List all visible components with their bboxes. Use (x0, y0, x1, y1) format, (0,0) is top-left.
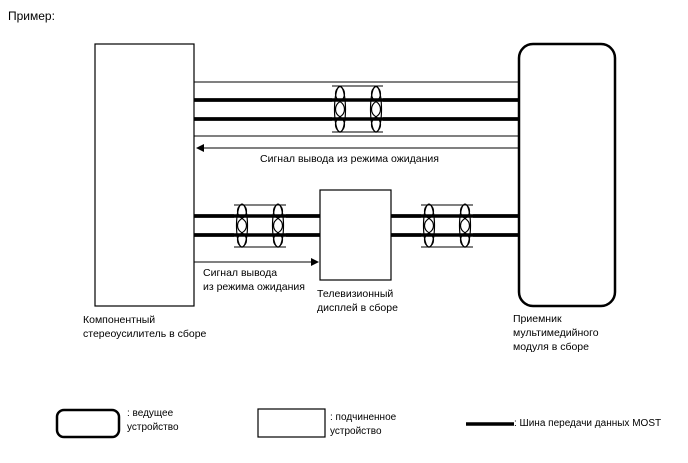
multimedia-receiver-box (517, 42, 617, 308)
diagram-title: Пример: (8, 9, 55, 23)
tv-display-box (319, 189, 392, 281)
ferrite-coil (194, 85, 519, 133)
standby-signal-top-label: Сигнал вывода из режима ожидания (260, 153, 439, 165)
tv-display-label: Телевизионный дисплей в сборе (317, 288, 398, 314)
multimedia-receiver-label: Приемник мультимедийного модуля в сборе (513, 313, 599, 353)
stereo-amp-box (94, 43, 195, 307)
legend-master-label: : ведущее устройство (127, 408, 179, 433)
legend-slave-symbol (257, 408, 326, 438)
standby-signal-bottom-label: Сигнал вывода из режима ожидания (203, 267, 305, 293)
legend-master-symbol (55, 408, 121, 439)
stereo-amp-label: Компонентный стереоусилитель в сборе (83, 314, 207, 340)
legend-slave-label: : подчиненное устройство (330, 412, 397, 437)
ferrite-coil (194, 203, 320, 248)
ferrite-coil (391, 203, 519, 248)
legend-most-bus-label: : Шина передачи данных MOST (514, 418, 662, 429)
